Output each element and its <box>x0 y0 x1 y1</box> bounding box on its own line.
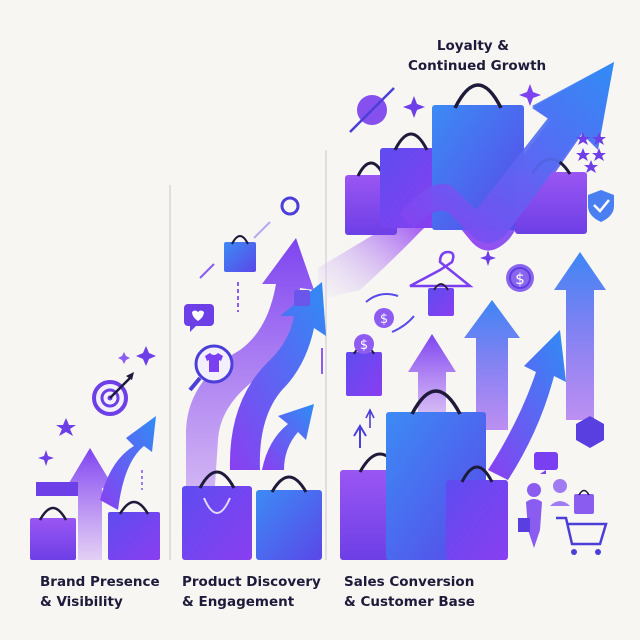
stage-2-label: Product Discovery & Engagement <box>182 572 321 612</box>
sparkle-icon <box>519 84 541 106</box>
shopping-bag-icon <box>446 465 508 560</box>
stage-4-line-2: Continued Growth <box>408 58 547 74</box>
magnifier-tshirt-icon <box>188 344 234 392</box>
dollar-coin-icon: $ <box>354 334 374 354</box>
dollar-coin-icon: $ <box>506 264 534 292</box>
shopping-bag-icon <box>574 489 594 514</box>
growth-arrow-icon <box>488 330 566 480</box>
like-bubble-icon <box>184 304 214 332</box>
growth-arrow-icon <box>400 62 614 243</box>
stage-4-label: Loyalty & Continued Growth <box>408 36 547 76</box>
stage-1-label: Brand Presence & Visibility <box>40 572 160 612</box>
shopping-bag-icon <box>256 475 322 560</box>
dollar-coin-icon: $ <box>374 308 394 328</box>
stage-3-line-1: Sales Conversion <box>344 574 475 590</box>
megaphone-icon <box>36 482 78 496</box>
sparkle-icon <box>480 250 496 266</box>
growth-arrow-icon <box>186 238 314 560</box>
hexagon-icon <box>576 416 604 448</box>
curved-arrow-icon <box>365 293 399 303</box>
growth-arrow-icon <box>66 448 114 560</box>
planet-icon <box>349 87 395 133</box>
stage-3-label: Sales Conversion & Customer Base <box>344 572 475 612</box>
sparkle-icon <box>118 352 130 364</box>
motion-line <box>199 263 215 279</box>
target-icon <box>92 372 134 416</box>
star-icon <box>56 418 76 436</box>
svg-text:$: $ <box>515 270 525 288</box>
growth-arrow-icon <box>554 252 606 420</box>
chat-cart-icon <box>534 452 558 474</box>
ring-icon <box>280 196 300 216</box>
shopping-bag-icon <box>428 283 454 316</box>
sparkle-icon <box>136 346 156 366</box>
growth-arrow-icon <box>262 404 314 470</box>
growth-arrow-icon <box>229 282 326 470</box>
sparkle-icon <box>403 96 425 118</box>
shopping-bag-icon <box>108 500 160 560</box>
curved-arrow-icon <box>391 315 415 333</box>
growth-arrow-icon <box>318 62 614 300</box>
hanger-icon <box>409 250 474 288</box>
shopper-icon <box>518 483 542 548</box>
shield-check-icon <box>588 190 614 222</box>
up-arrow-icon <box>353 424 367 448</box>
motion-line <box>253 221 271 239</box>
up-arrow-icon <box>365 408 375 428</box>
svg-text:$: $ <box>380 312 388 327</box>
stage-1-line-1: Brand Presence <box>40 574 160 590</box>
shopper-icon <box>550 479 570 506</box>
shopping-bag-icon <box>30 506 76 560</box>
growth-arrow-icon <box>464 300 520 430</box>
shopping-bag-icon <box>224 235 256 272</box>
star-icon <box>576 132 606 173</box>
growth-arrow-icon <box>408 334 456 430</box>
stage-3-line-2: & Customer Base <box>344 594 475 610</box>
thumbs-up-icon <box>294 290 310 306</box>
shopping-bag-icon <box>182 470 252 560</box>
sparkle-icon <box>38 450 54 466</box>
growth-arrow-icon <box>100 416 156 510</box>
svg-text:$: $ <box>360 338 368 353</box>
stage-4-line-1: Loyalty & <box>436 38 510 54</box>
stage-2-line-1: Product Discovery <box>182 574 321 590</box>
shopping-cart-icon <box>556 516 608 555</box>
stage-2-line-2: & Engagement <box>182 594 295 610</box>
stage-1-line-2: & Visibility <box>40 594 123 610</box>
